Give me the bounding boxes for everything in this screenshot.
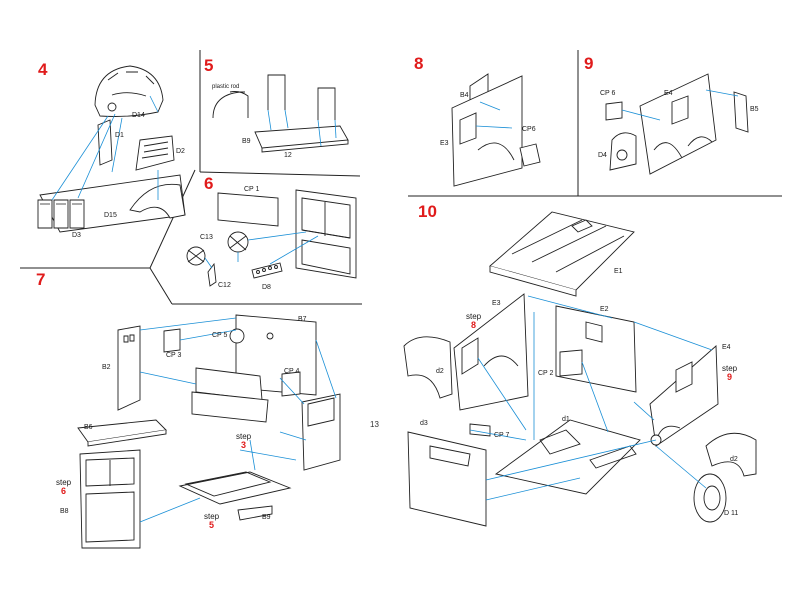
part-label: E2 bbox=[600, 306, 609, 313]
part-label: CP 7 bbox=[494, 432, 510, 439]
part-label: B9 bbox=[262, 514, 271, 521]
part-label: B2 bbox=[102, 364, 111, 371]
step8-drawing bbox=[452, 74, 540, 186]
step4-drawing bbox=[38, 66, 185, 232]
step-reference-number: 9 bbox=[727, 372, 733, 382]
step-reference-word: step bbox=[204, 512, 220, 521]
part-label: CP 3 bbox=[166, 352, 182, 359]
part-label: CP 1 bbox=[244, 186, 260, 193]
part-label: D14 bbox=[132, 112, 145, 119]
part-label: C12 bbox=[218, 282, 231, 289]
part-label: E4 bbox=[722, 344, 731, 351]
part-label: D8 bbox=[262, 284, 271, 291]
part-label: D15 bbox=[104, 212, 117, 219]
divider bbox=[150, 268, 172, 304]
divider bbox=[150, 170, 195, 268]
part-label: B7 bbox=[298, 316, 307, 323]
step-reference-word: step bbox=[722, 364, 738, 373]
step-reference-number: 5 bbox=[209, 520, 215, 530]
part-label: D1 bbox=[115, 132, 124, 139]
step-reference-number: 6 bbox=[61, 486, 67, 496]
step9-guides bbox=[622, 90, 738, 120]
part-label: E3 bbox=[492, 300, 501, 307]
step-number-7: 7 bbox=[36, 270, 46, 289]
part-label: d3 bbox=[420, 420, 428, 427]
step5-guides bbox=[268, 110, 336, 146]
step5-drawing bbox=[213, 75, 348, 152]
step-reference-word: step bbox=[466, 312, 482, 321]
step-number-8: 8 bbox=[414, 54, 424, 73]
step10-drawing bbox=[404, 212, 756, 526]
step-number-4: 4 bbox=[38, 60, 48, 79]
part-label: d2 bbox=[730, 456, 738, 463]
step-reference-word: step bbox=[56, 478, 72, 487]
part-label: B8 bbox=[60, 508, 69, 515]
part-label: CP 5 bbox=[212, 332, 228, 339]
part-label: plastic rod bbox=[212, 84, 240, 90]
part-label: D4 bbox=[598, 152, 607, 159]
step7-guides bbox=[140, 318, 336, 522]
step4-guides bbox=[52, 96, 158, 200]
step6-guides bbox=[205, 232, 318, 268]
part-label: B5 bbox=[750, 106, 759, 113]
step9-drawing bbox=[606, 74, 748, 174]
part-label: B9 bbox=[242, 138, 251, 145]
step-reference-word: step bbox=[236, 432, 252, 441]
step8-guides bbox=[476, 102, 512, 128]
page-number: 13 bbox=[370, 420, 379, 429]
part-label: CP 6 bbox=[600, 90, 616, 97]
part-label: 12 bbox=[284, 152, 292, 159]
step6-drawing bbox=[187, 190, 356, 286]
part-label: d2 bbox=[436, 368, 444, 375]
part-label: E3 bbox=[440, 140, 449, 147]
part-label: E1 bbox=[614, 268, 623, 275]
part-label: D3 bbox=[72, 232, 81, 239]
part-label: CP 2 bbox=[538, 370, 554, 377]
step-number-5: 5 bbox=[204, 56, 214, 75]
step7-drawing bbox=[78, 315, 340, 548]
part-label: B6 bbox=[84, 424, 93, 431]
part-label: C13 bbox=[200, 234, 213, 241]
part-label: D 11 bbox=[724, 510, 739, 517]
part-label: CP6 bbox=[522, 126, 536, 133]
part-label: d1 bbox=[562, 416, 570, 423]
step-number-10: 10 bbox=[418, 202, 437, 221]
part-label: E4 bbox=[664, 90, 673, 97]
divider bbox=[200, 172, 360, 176]
step10-guides bbox=[470, 296, 712, 500]
step-reference-number: 8 bbox=[471, 320, 477, 330]
step-reference-number: 3 bbox=[241, 440, 247, 450]
part-label: B4 bbox=[460, 92, 469, 99]
step-number-6: 6 bbox=[204, 174, 214, 193]
step-number-9: 9 bbox=[584, 54, 594, 73]
part-label: CP 4 bbox=[284, 368, 300, 375]
part-label: D2 bbox=[176, 148, 185, 155]
